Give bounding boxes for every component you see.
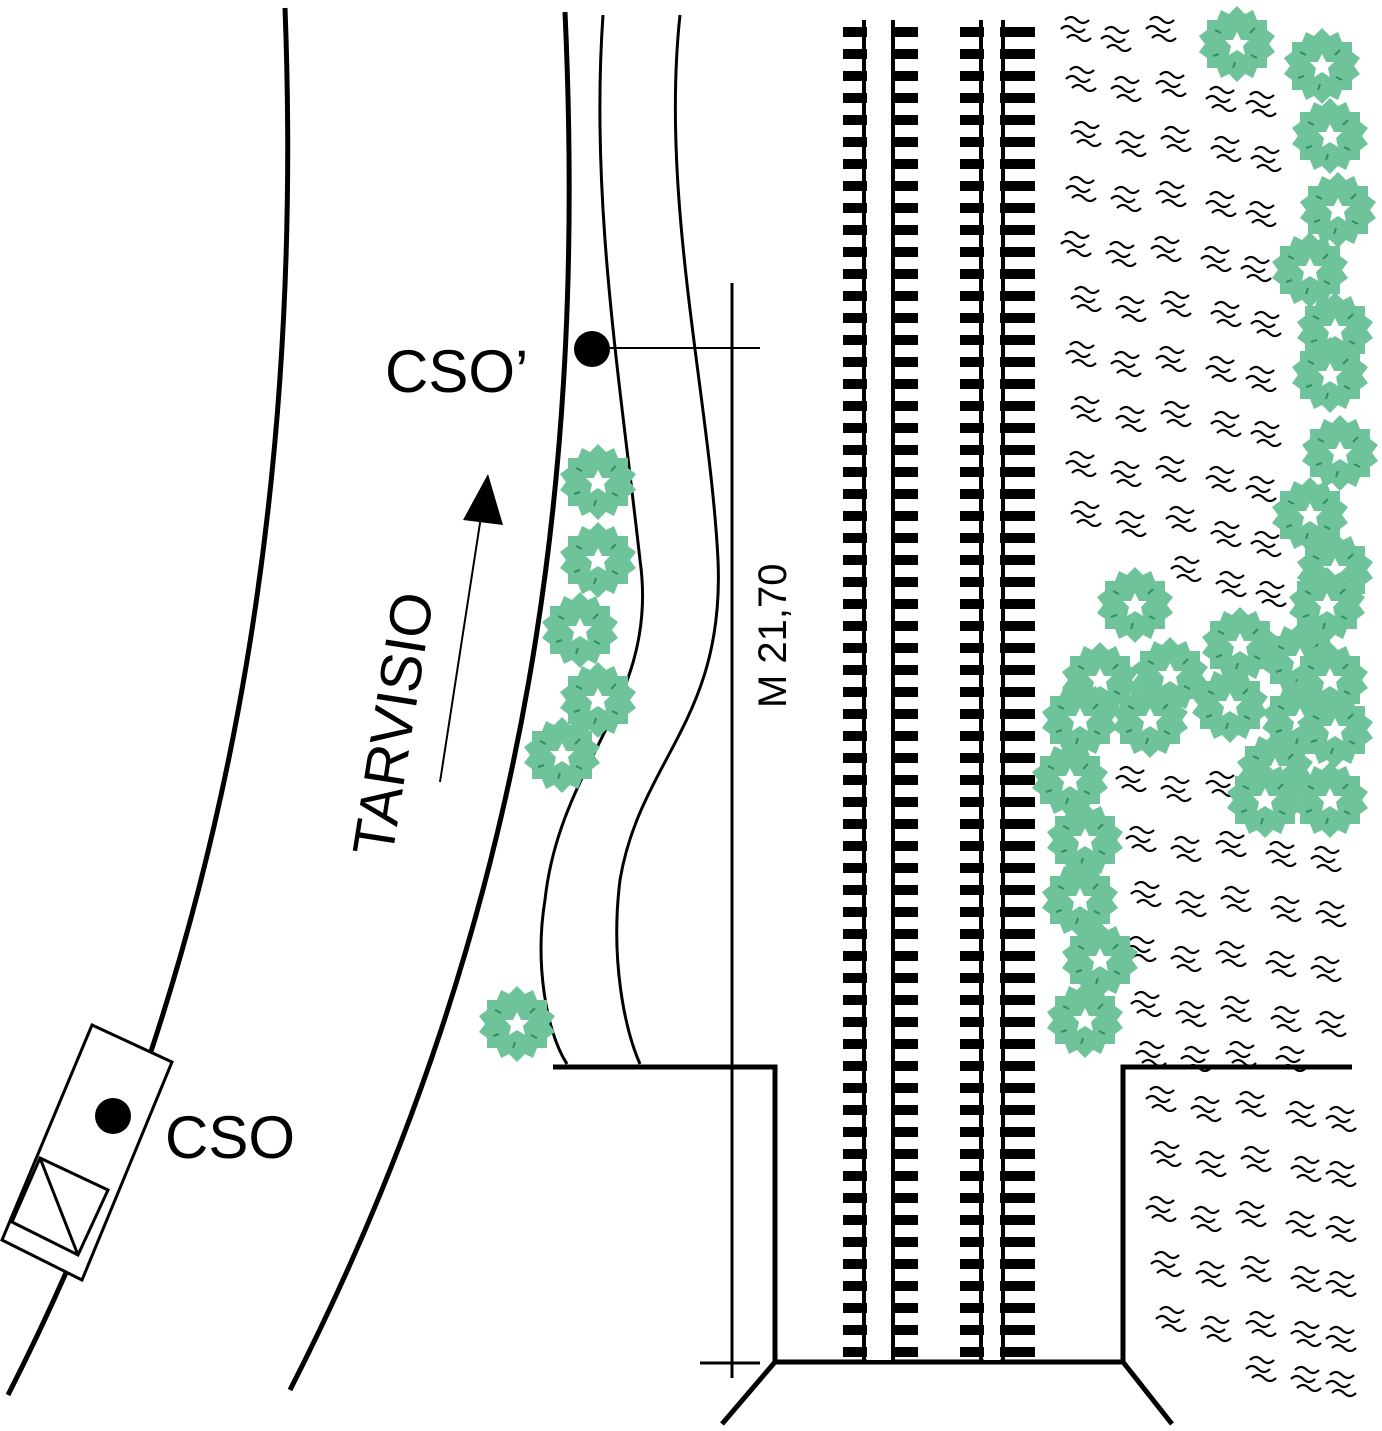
channel-line-outer — [615, 14, 720, 1065]
brush-hatching-icon — [1059, 15, 1288, 608]
direction-label: TARVISIO — [341, 588, 447, 860]
measurement-line — [700, 283, 760, 1378]
equipment-cabinet-icon — [0, 1022, 174, 1283]
green-shrub-icon — [478, 443, 637, 1063]
railway-track-icon — [960, 20, 1035, 1360]
platform-outline — [553, 1064, 1352, 1365]
cso-prime-label: CSO’ — [385, 338, 528, 405]
platform-corner-left — [720, 1360, 777, 1426]
cso-point-icon — [95, 1098, 131, 1134]
platform-corner-right — [1121, 1360, 1174, 1426]
road-edge-right — [287, 11, 572, 1392]
green-shrub-icon — [1031, 5, 1379, 1059]
brush-hatching-icon — [1114, 765, 1358, 1398]
direction-arrow-icon — [439, 474, 503, 783]
measurement-label: M 21,70 — [751, 563, 795, 708]
railway-track-icon — [843, 20, 918, 1360]
cso-prime-point-icon — [574, 331, 610, 367]
cso-label: CSO — [165, 1104, 295, 1171]
channel-line-inner — [539, 14, 645, 1065]
